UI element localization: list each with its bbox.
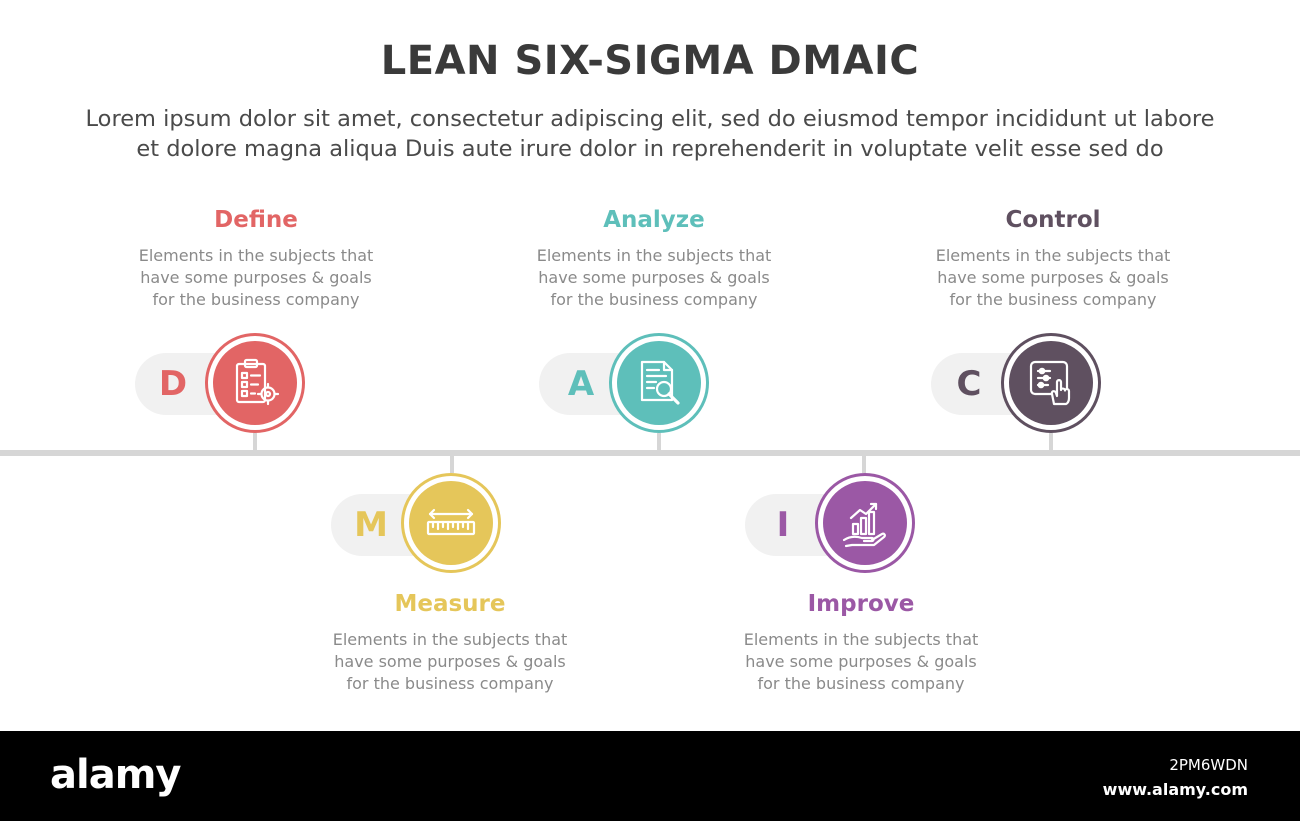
growth-chart-hand-icon: [842, 502, 886, 548]
step-control-label: Control: [1005, 207, 1101, 233]
desc-line: have some purposes & goals: [937, 268, 1169, 287]
step-define-connector: [253, 433, 257, 453]
subtitle-line-2: et dolore magna aliqua Duis aute irure d…: [136, 136, 1164, 162]
step-analyze-connector: [657, 433, 661, 453]
step-define-description: Elements in the subjects that have some …: [126, 245, 386, 311]
step-control-disc: [1009, 341, 1093, 425]
step-measure-connector: [450, 453, 454, 473]
image-id: 2PM6WDN: [1169, 756, 1248, 774]
step-improve-letter: I: [776, 505, 790, 545]
desc-line: Elements in the subjects that: [332, 630, 568, 649]
step-define-badge: [205, 333, 305, 433]
desc-line: have some purposes & goals: [538, 268, 770, 287]
step-control-letter: C: [956, 364, 982, 404]
step-control-description: Elements in the subjects that have some …: [923, 245, 1183, 311]
ruler-icon: [426, 508, 476, 536]
page-subtitle: Lorem ipsum dolor sit amet, consectetur …: [60, 104, 1240, 164]
step-analyze-badge: [609, 333, 709, 433]
step-improve-badge: [815, 473, 915, 573]
step-improve-label: Improve: [807, 591, 915, 617]
step-define-letter: D: [158, 364, 188, 404]
step-define-label: Define: [214, 207, 298, 233]
step-control-connector: [1049, 433, 1053, 453]
step-improve-description: Elements in the subjects that have some …: [731, 629, 991, 695]
site-url: www.alamy.com: [1102, 780, 1248, 799]
step-measure-letter: M: [354, 505, 388, 545]
step-analyze-disc: [617, 341, 701, 425]
timeline-bar: [0, 450, 1300, 456]
step-define-disc: [213, 341, 297, 425]
footer-bar: [0, 731, 1300, 821]
desc-line: Elements in the subjects that: [743, 630, 979, 649]
step-analyze-letter: A: [567, 364, 595, 404]
infographic-canvas: LEAN SIX-SIGMA DMAIC Lorem ipsum dolor s…: [0, 38, 1300, 695]
step-measure-description: Elements in the subjects that have some …: [320, 629, 580, 695]
step-control-badge: [1001, 333, 1101, 433]
page-title: LEAN SIX-SIGMA DMAIC: [380, 38, 920, 84]
desc-line: for the business company: [949, 290, 1157, 309]
desc-line: for the business company: [152, 290, 360, 309]
step-measure-disc: [409, 481, 493, 565]
step-improve-connector: [862, 453, 866, 473]
clipboard-target-icon: [235, 358, 280, 406]
brand-logo: alamy: [50, 752, 181, 798]
desc-line: have some purposes & goals: [334, 652, 566, 671]
desc-line: Elements in the subjects that: [138, 246, 374, 265]
step-analyze-description: Elements in the subjects that have some …: [524, 245, 784, 311]
desc-line: for the business company: [346, 674, 554, 693]
document-search-icon: [640, 360, 680, 405]
step-measure-label: Measure: [394, 591, 506, 617]
desc-line: have some purposes & goals: [140, 268, 372, 287]
subtitle-line-1: Lorem ipsum dolor sit amet, consectetur …: [85, 106, 1215, 132]
desc-line: Elements in the subjects that: [536, 246, 772, 265]
step-improve-disc: [823, 481, 907, 565]
desc-line: have some purposes & goals: [745, 652, 977, 671]
step-measure-badge: [401, 473, 501, 573]
desc-line: Elements in the subjects that: [935, 246, 1171, 265]
desc-line: for the business company: [550, 290, 758, 309]
step-analyze-label: Analyze: [603, 207, 705, 233]
control-panel-touch-icon: [1029, 360, 1071, 406]
desc-line: for the business company: [757, 674, 965, 693]
